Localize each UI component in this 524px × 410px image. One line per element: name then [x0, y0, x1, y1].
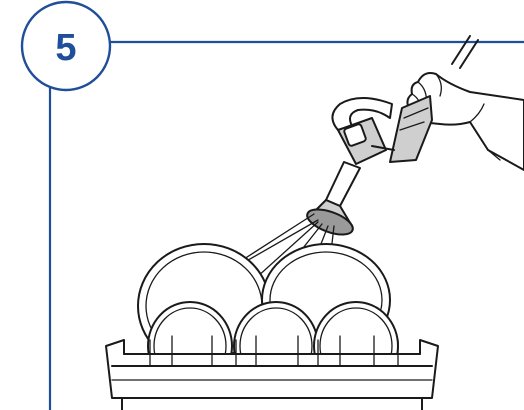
hose-icon: [451, 35, 479, 69]
step-badge: 5: [20, 0, 112, 92]
frame: [48, 40, 524, 410]
step-badge-circle: [20, 0, 112, 92]
dish-rack-icon: [105, 335, 439, 410]
spray-nozzle-icon: [306, 95, 433, 236]
step-number: 5: [55, 27, 76, 69]
